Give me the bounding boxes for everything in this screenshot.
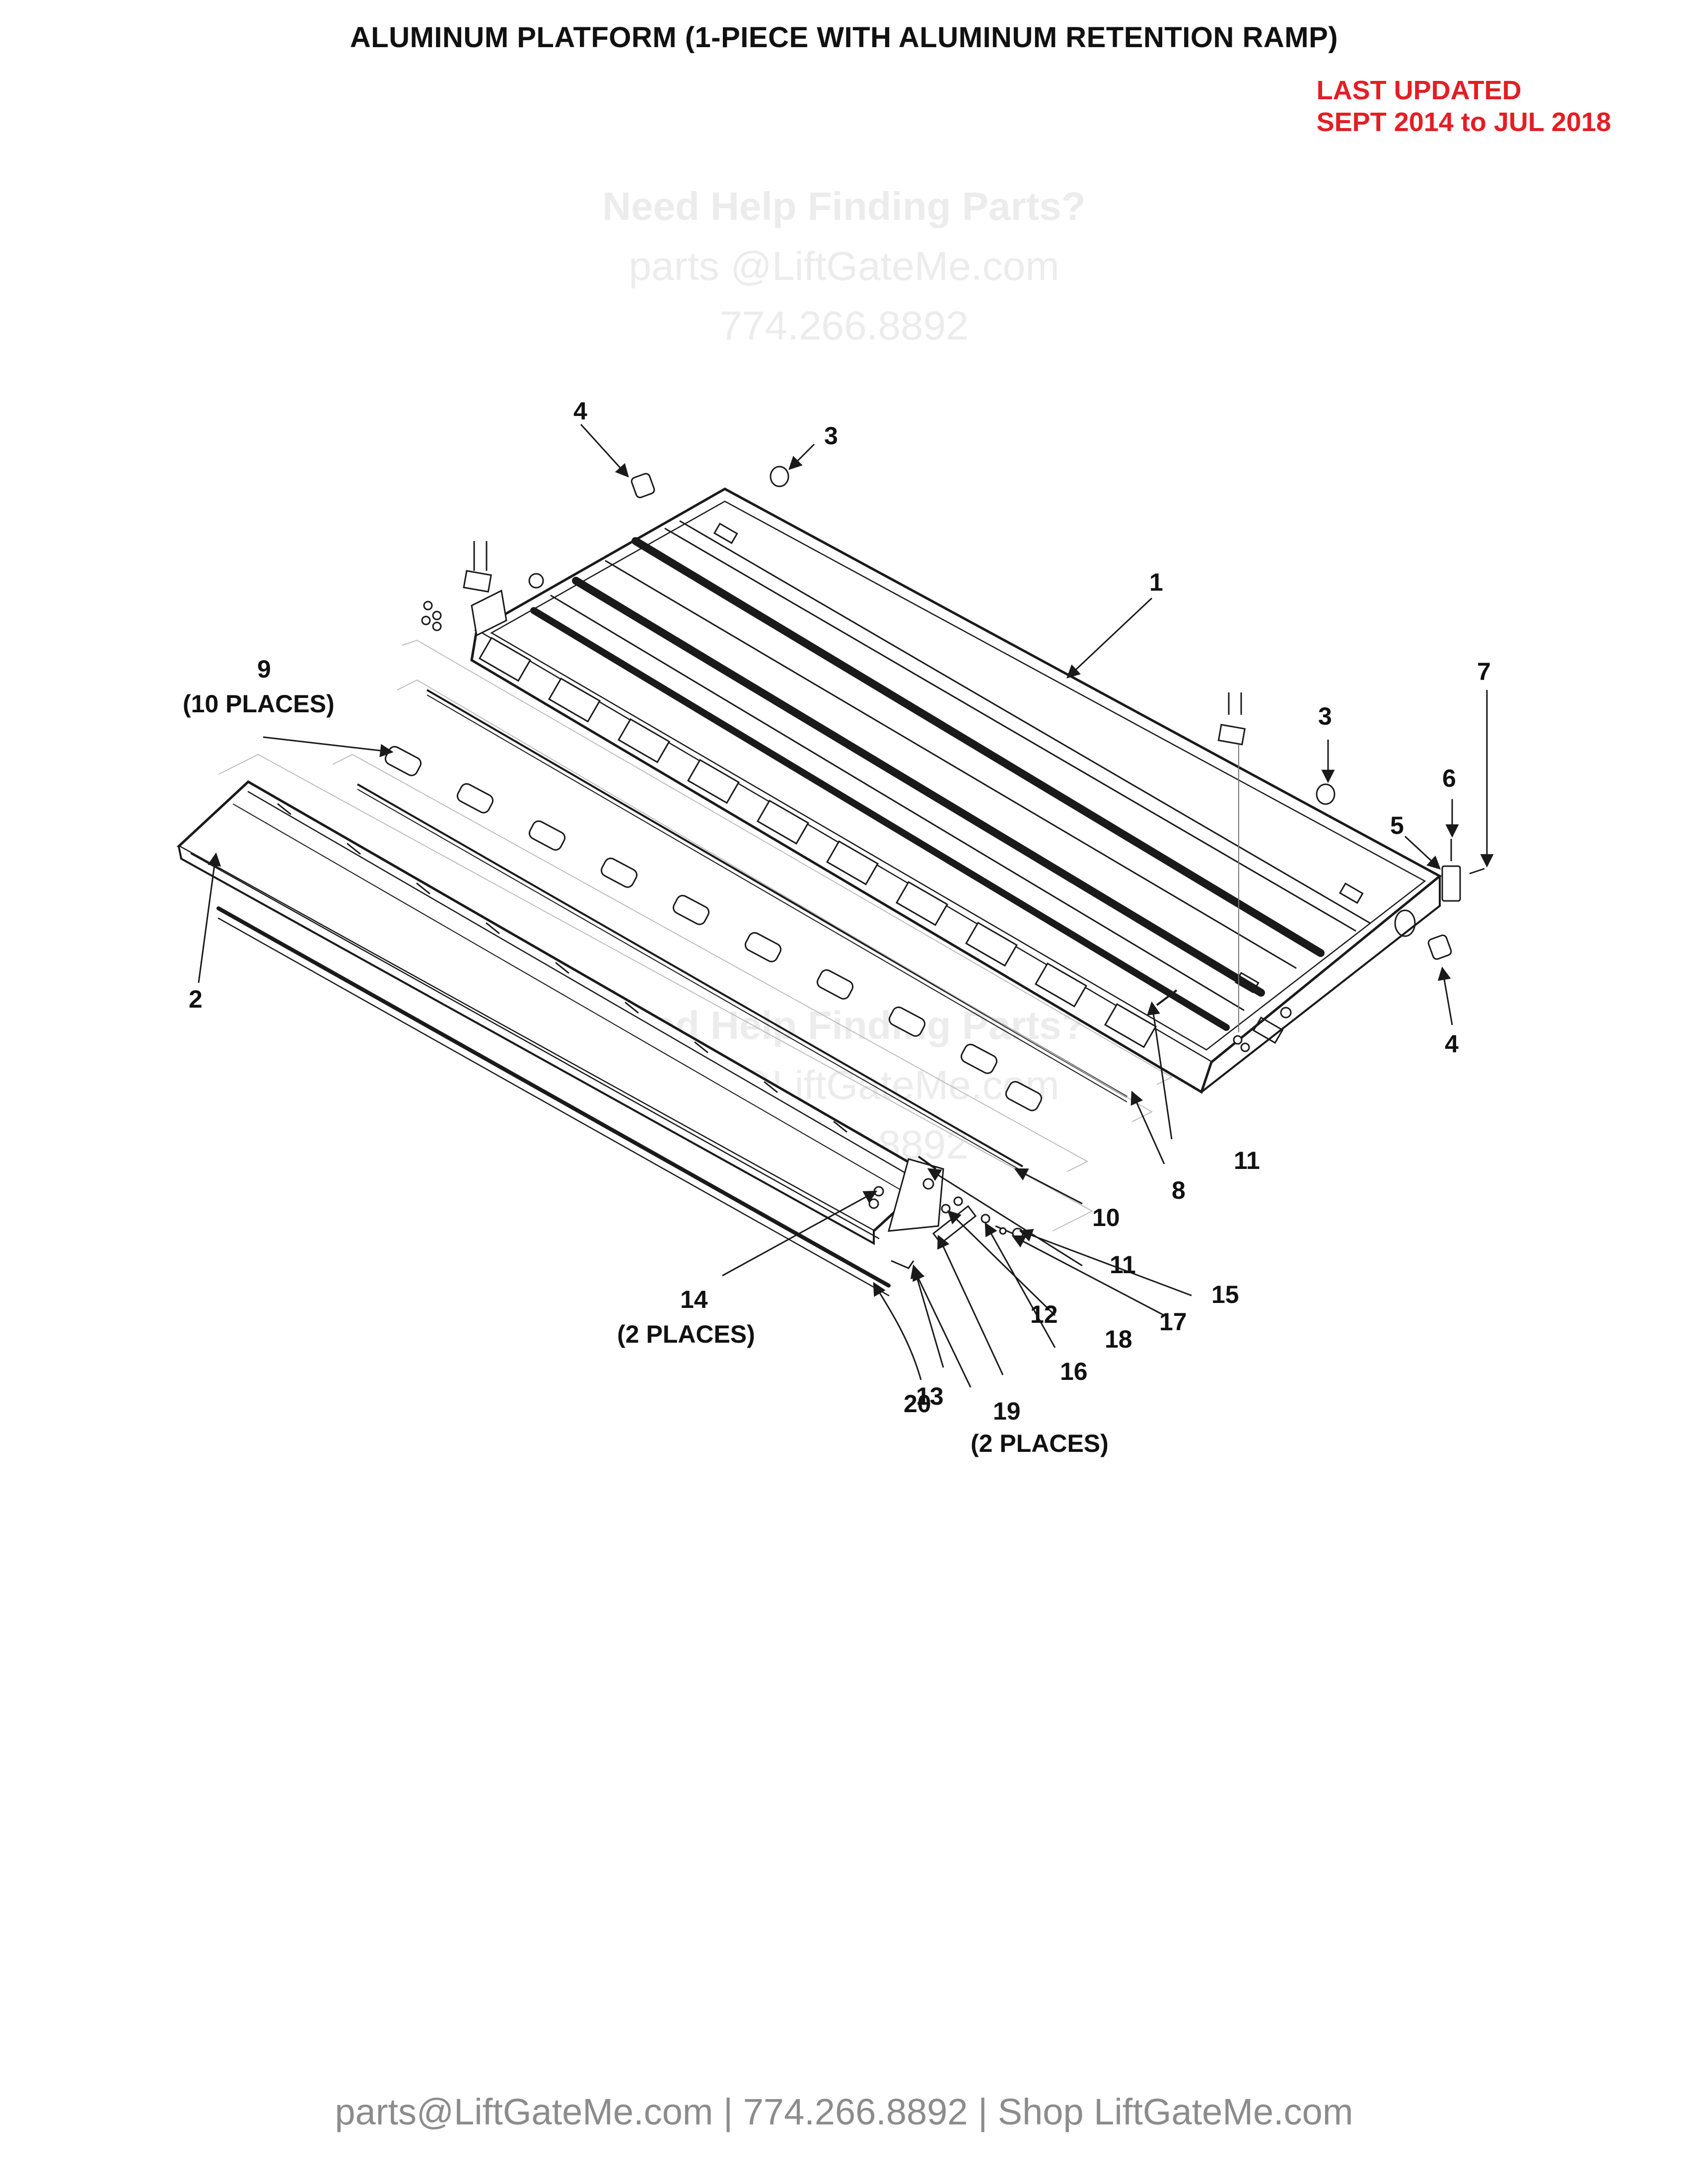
last-updated-label: LAST UPDATED — [1316, 75, 1522, 105]
callout-6: 6 — [1442, 764, 1456, 792]
last-updated-note: LAST UPDATED SEPT 2014 to JUL 2018 — [1317, 74, 1611, 138]
last-updated-range: SEPT 2014 to JUL 2018 — [1316, 107, 1611, 137]
callout-3-right: 3 — [1318, 702, 1332, 730]
callout-5: 5 — [1390, 812, 1404, 839]
callout-9-note: (10 PLACES) — [183, 690, 335, 718]
callout-1: 1 — [1149, 568, 1163, 596]
callout-20: 20 — [904, 1390, 931, 1418]
callout-19-note: (2 PLACES) — [971, 1430, 1109, 1457]
callout-17: 17 — [1159, 1308, 1187, 1336]
platform-deck — [470, 487, 1442, 1094]
callout-15: 15 — [1211, 1281, 1239, 1308]
callout-4-right: 4 — [1445, 1030, 1459, 1058]
callout-14-note: (2 PLACES) — [617, 1320, 755, 1348]
watermark-help-top: Need Help Finding Parts? — [602, 184, 1086, 228]
hinge-pins — [218, 639, 1173, 1231]
callout-13: 13 — [916, 1382, 944, 1410]
callout-19: 19 — [993, 1397, 1021, 1425]
callout-9: 9 — [257, 655, 271, 683]
callout-4-top: 4 — [573, 397, 587, 425]
leader-lines — [198, 423, 1494, 1388]
watermark-email-top: parts @LiftGateMe.com — [629, 244, 1059, 289]
page-title: ALUMINUM PLATFORM (1-PIECE WITH ALUMINUM… — [350, 21, 1338, 54]
callout-labels: 1 2 3 3 4 4 5 6 7 8 9 (10 PLACES) 10 11 … — [183, 397, 1491, 1457]
callout-16: 16 — [1060, 1358, 1088, 1385]
footer-contact: parts@LiftGateMe.com | 774.266.8892 | Sh… — [335, 2091, 1353, 2132]
callout-11-ramp: 11 — [1110, 1251, 1136, 1279]
callout-14: 14 — [680, 1286, 708, 1313]
callout-2: 2 — [189, 985, 203, 1013]
callout-3-top: 3 — [824, 422, 838, 450]
callout-18: 18 — [1105, 1325, 1132, 1353]
callout-11-deck: 11 — [1234, 1147, 1260, 1174]
callout-8: 8 — [1172, 1176, 1186, 1204]
hinge-blocks — [384, 746, 1043, 1111]
callout-12: 12 — [1030, 1300, 1058, 1328]
callout-10: 10 — [1092, 1204, 1120, 1231]
watermark-phone-top: 774.266.8892 — [719, 303, 969, 348]
callout-7: 7 — [1477, 658, 1491, 685]
